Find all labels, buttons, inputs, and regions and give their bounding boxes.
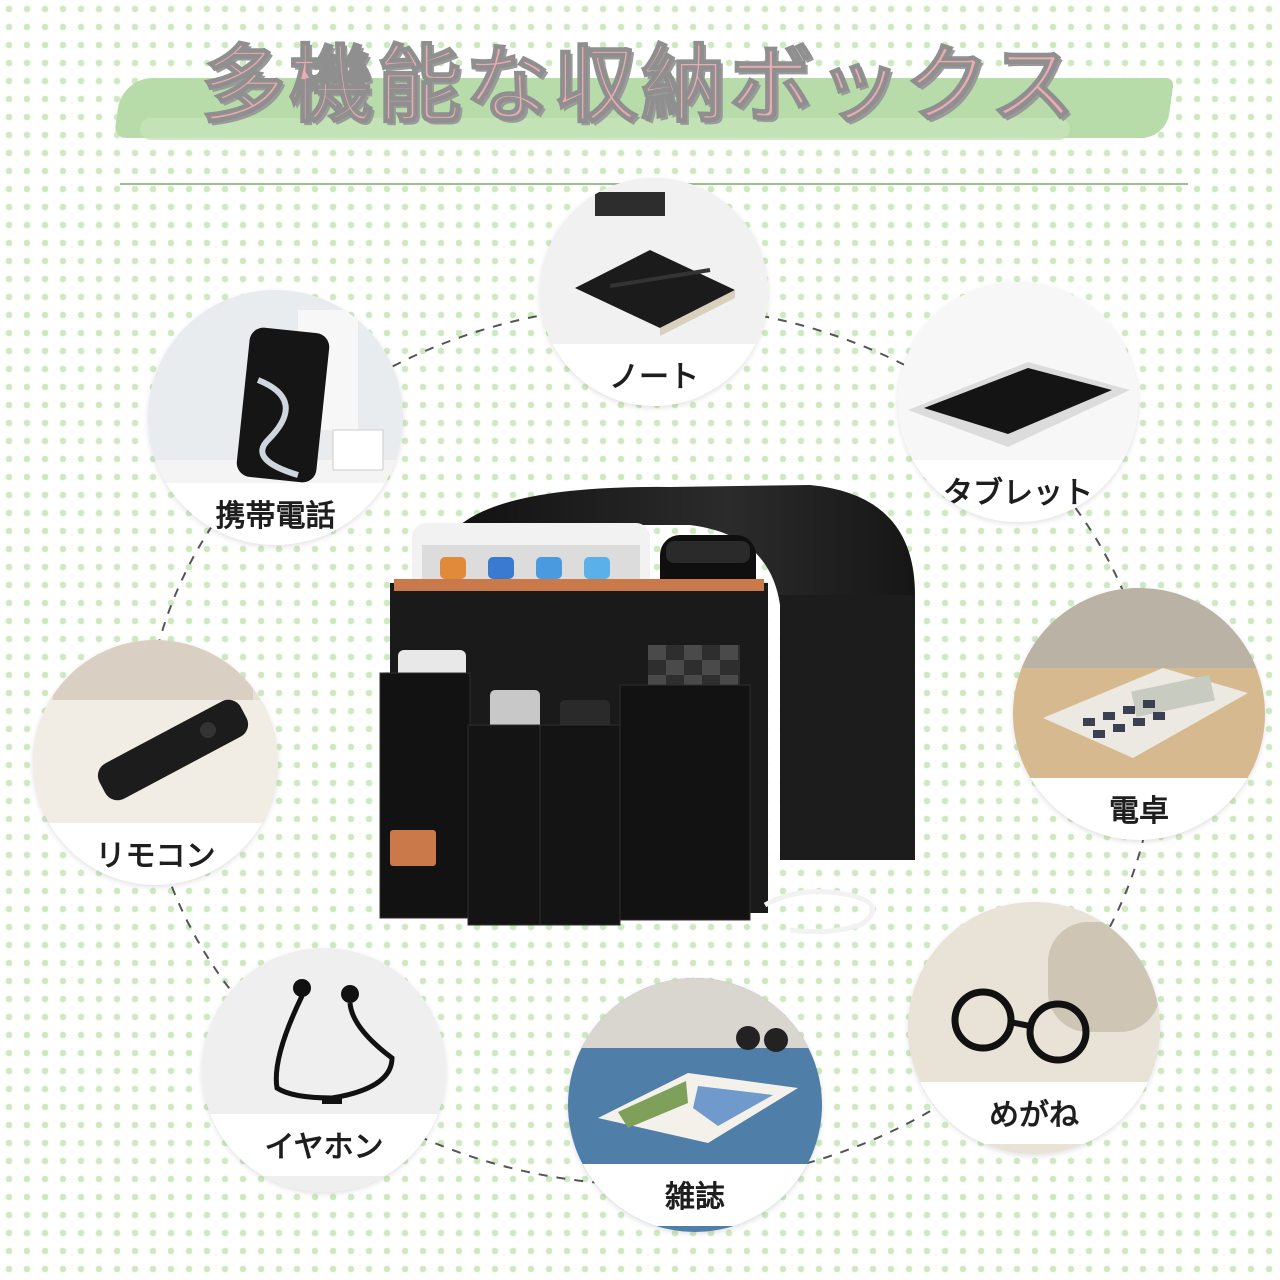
item-bubble-magazine: 雑誌	[568, 978, 822, 1232]
label-magazine: 雑誌	[568, 1164, 822, 1226]
green-brush-underlay	[140, 118, 1070, 140]
item-bubble-calculator: 電卓	[1013, 588, 1265, 840]
label-note: ノート	[540, 344, 768, 406]
label-earphones: イヤホン	[202, 1114, 446, 1176]
item-bubble-earphones: イヤホン	[202, 948, 446, 1192]
label-glasses: めがね	[908, 1082, 1160, 1144]
item-bubble-remote: リモコン	[33, 640, 278, 885]
label-remote: リモコン	[33, 823, 278, 885]
page-title: 多機能な収納ボックス	[200, 35, 1079, 135]
item-bubble-tablet: タブレット	[898, 282, 1138, 522]
armrest-organizer-image	[370, 485, 930, 965]
item-bubble-note: ノート	[540, 178, 768, 406]
label-calculator: 電卓	[1013, 778, 1265, 840]
title-banner: 多機能な収納ボックス	[0, 0, 1280, 190]
item-bubble-phone: 携帯電話	[148, 290, 403, 545]
label-phone: 携帯電話	[148, 483, 403, 545]
label-tablet: タブレット	[898, 460, 1138, 522]
item-bubble-glasses: めがね	[908, 902, 1160, 1154]
